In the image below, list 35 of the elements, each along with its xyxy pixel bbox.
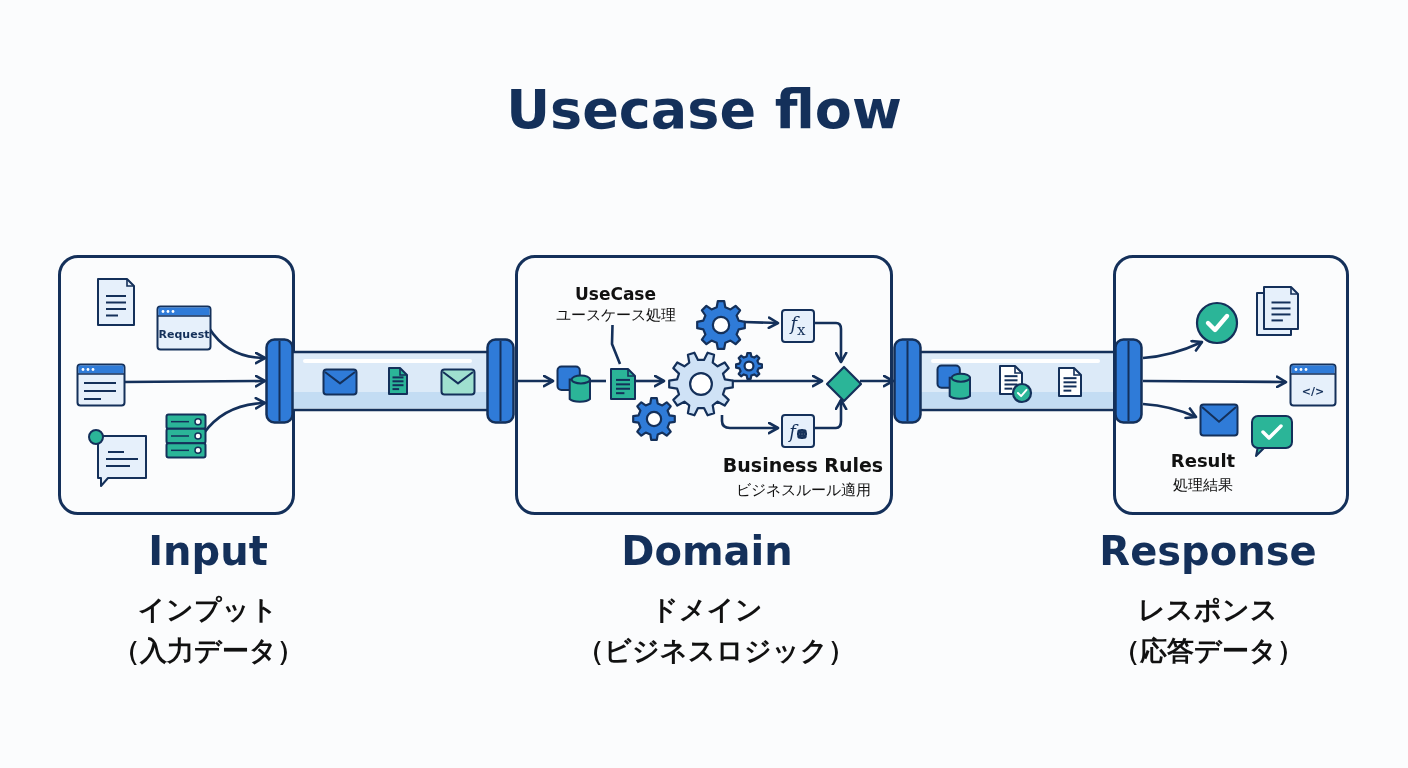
label-text: Business Rules (722, 454, 884, 476)
heading: Input (148, 528, 268, 574)
window-label: Request (158, 327, 210, 341)
label-text: 処理結果 (1173, 476, 1233, 494)
subheading: レスポンス（応答データ） (1111, 593, 1305, 668)
function-box (781, 414, 815, 448)
heading: Domain (621, 528, 793, 574)
heading: Response (1099, 528, 1317, 574)
label-text: ビジネスルール適用 (735, 481, 871, 499)
gear-icon (667, 350, 735, 418)
function-box (781, 309, 815, 343)
label-text: UseCase (573, 284, 658, 304)
arrow (1142, 339, 1204, 360)
check-circle (1195, 301, 1239, 345)
envelope-icon (1199, 403, 1239, 437)
arrow (1143, 375, 1288, 389)
leader-line (610, 324, 622, 365)
browser-window (76, 363, 126, 407)
arrow (1142, 402, 1198, 420)
arrow (720, 415, 780, 435)
server-icon (165, 413, 207, 459)
window-label: </> (1301, 384, 1325, 398)
decision-diamond (825, 365, 863, 403)
label-text: ユースケース処理 (554, 306, 677, 325)
arrow (732, 374, 824, 388)
document-icon (609, 367, 637, 401)
title: Usecase flow (506, 78, 902, 141)
subheading: ドメイン（ビジネスロジック） (577, 593, 837, 668)
function-symbol: f$_{x}$ (790, 313, 806, 339)
label-text: Result (1170, 450, 1236, 471)
arrow (743, 316, 780, 330)
gear-icon (695, 299, 747, 351)
subheading: インプット（入力データ） (111, 593, 305, 668)
database-icon (556, 365, 592, 403)
arrow (515, 374, 555, 388)
